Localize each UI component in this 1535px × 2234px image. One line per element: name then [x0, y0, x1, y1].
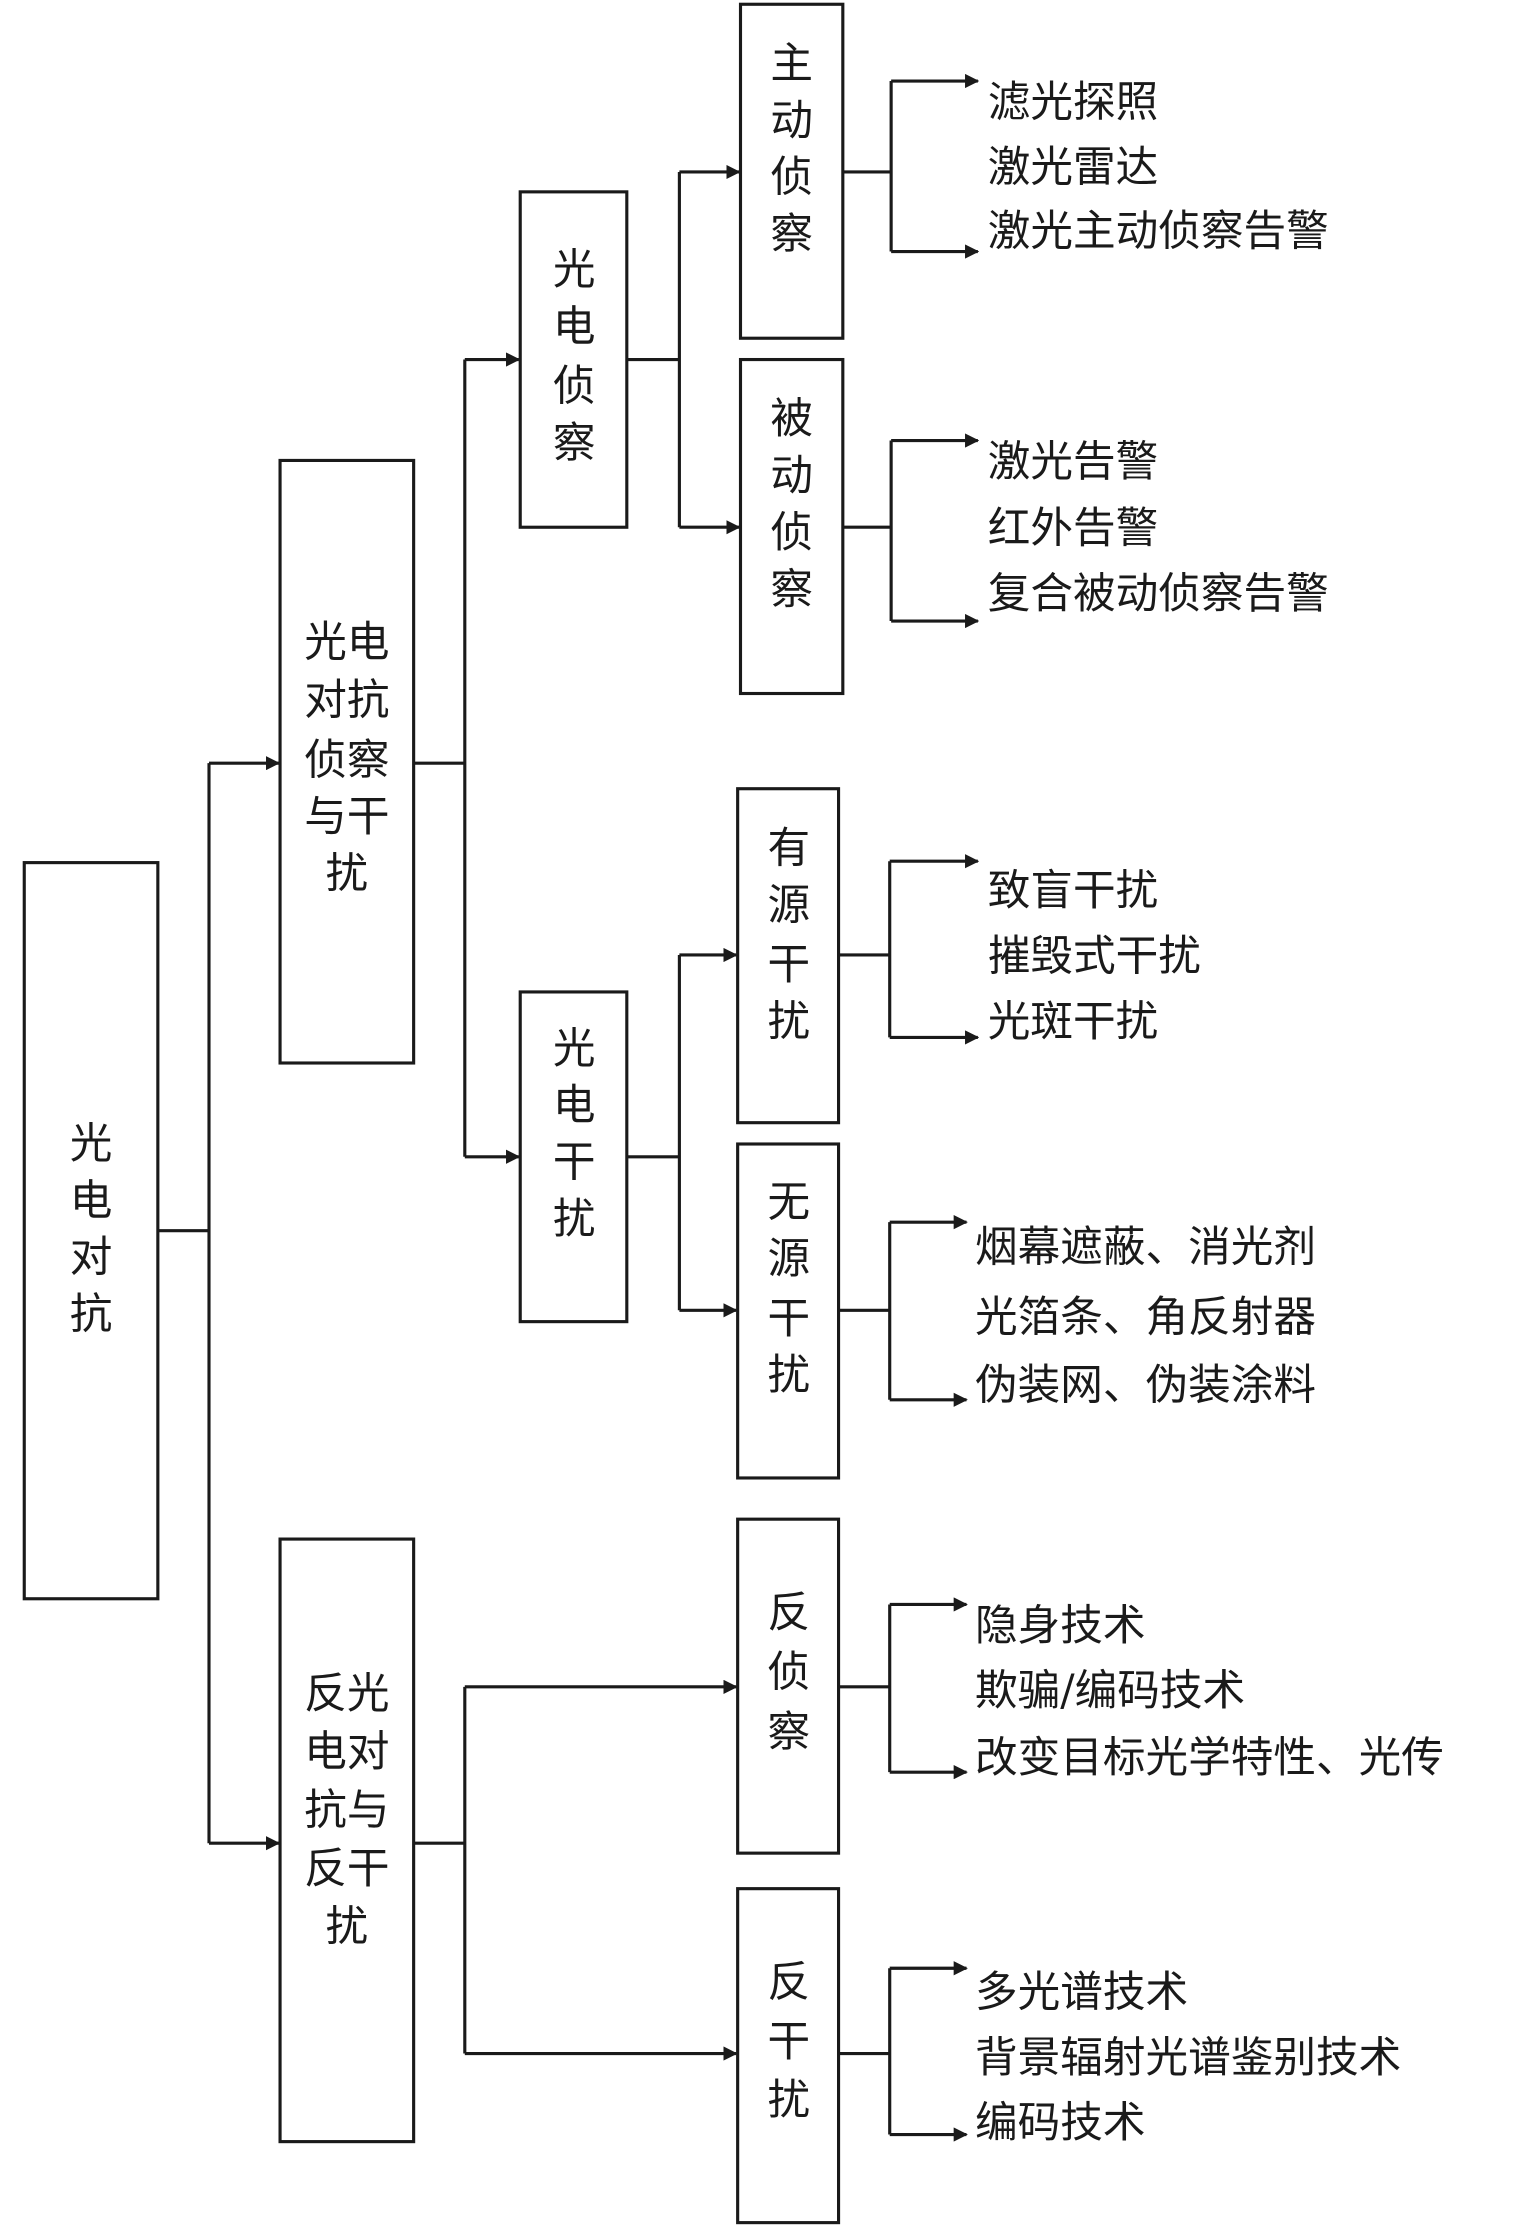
leaf-item: 摧毁式干扰	[988, 931, 1201, 981]
node-eo-jamming: 光 电 干 扰	[518, 990, 629, 1324]
node-label: 电对	[304, 1727, 389, 1777]
node-label: 反	[768, 1588, 811, 1638]
node-label: 电	[553, 302, 596, 352]
node-label: 反光	[304, 1669, 389, 1719]
leaf-item: 欺骗/编码技术	[975, 1666, 1245, 1716]
node-label: 察	[770, 565, 813, 615]
leaf-item: 改变目标光学特性、光传	[975, 1733, 1444, 1783]
node-label: 无	[768, 1177, 811, 1227]
node-label: 侦	[768, 1648, 811, 1698]
node-label: 对	[70, 1233, 113, 1283]
leaf-item: 编码技术	[975, 2098, 1145, 2148]
node-label: 有	[768, 823, 811, 873]
node-label: 光	[70, 1119, 113, 1169]
leaf-item: 烟幕遮蔽、消光剂	[975, 1223, 1316, 1273]
node-label: 察	[770, 209, 813, 259]
node-anti-jamming: 反 干 扰 多光谱技术 背景辐射光谱鉴别技术 编码技术	[736, 1887, 1401, 2225]
leaf-item: 多光谱技术	[975, 1967, 1188, 2017]
node-label: 侦察	[304, 735, 389, 785]
connectors	[157, 73, 980, 2142]
node-label: 光	[553, 1024, 596, 1074]
leaf-item: 滤光探照	[988, 77, 1159, 127]
node-label: 扰	[768, 2075, 811, 2125]
leaf-item: 激光主动侦察告警	[988, 207, 1329, 257]
leaf-item: 复合被动侦察告警	[988, 569, 1329, 619]
node-label: 干	[768, 940, 811, 990]
node-label: 扰	[553, 1194, 596, 1244]
node-recon-and-jamming: 光电 对抗 侦察 与干 扰	[278, 458, 416, 1065]
node-eo-recon: 光 电 侦 察	[518, 190, 629, 529]
node-anti-recon: 反 侦 察 隐身技术 欺骗/编码技术 改变目标光学特性、光传	[736, 1517, 1444, 1855]
node-label: 电	[70, 1176, 113, 1226]
node-label: 光	[553, 245, 596, 295]
node-label: 源	[768, 880, 811, 930]
node-passive-jamming: 无 源 干 扰 烟幕遮蔽、消光剂 光箔条、角反射器 伪装网、伪装涂料	[736, 1142, 1316, 1480]
node-label: 动	[770, 96, 813, 146]
node-label: 电	[553, 1081, 596, 1131]
node-label: 被	[770, 394, 813, 444]
leaf-item: 背景辐射光谱鉴别技术	[975, 2033, 1401, 2083]
node-label: 干	[768, 1294, 811, 1344]
leaf-item: 激光雷达	[988, 143, 1159, 193]
node-label: 扰	[768, 997, 811, 1047]
node-counter-countermeasures: 反光 电对 抗与 反干 扰	[278, 1537, 416, 2144]
node-label: 反干	[304, 1844, 389, 1894]
node-label: 干	[553, 1137, 596, 1187]
node-label: 侦	[770, 153, 813, 203]
node-active-recon: 主 动 侦 察 滤光探照 激光雷达 激光主动侦察告警	[738, 2, 1329, 340]
node-label: 光电	[304, 617, 389, 667]
leaf-item: 红外告警	[988, 504, 1159, 554]
node-label: 察	[768, 1707, 811, 1757]
node-label: 侦	[770, 508, 813, 558]
leaf-item: 光斑干扰	[988, 997, 1159, 1047]
leaf-item: 激光告警	[988, 437, 1159, 487]
leaf-item: 伪装网、伪装涂料	[975, 1361, 1316, 1411]
node-label: 主	[770, 39, 813, 89]
node-label: 干	[768, 2017, 811, 2067]
node-passive-recon: 被 动 侦 察 激光告警 红外告警 复合被动侦察告警	[738, 357, 1329, 696]
node-label: 察	[553, 418, 596, 468]
node-label: 动	[770, 451, 813, 501]
leaf-item: 隐身技术	[975, 1601, 1145, 1651]
node-label: 扰	[326, 849, 369, 899]
node-label: 对抗	[304, 676, 389, 726]
node-label: 扰	[326, 1902, 369, 1952]
leaf-item: 致盲干扰	[988, 866, 1159, 916]
node-root: 光 电 对 抗	[22, 861, 160, 1601]
node-label: 扰	[768, 1351, 811, 1401]
node-label: 抗	[70, 1290, 113, 1340]
node-label: 抗与	[304, 1786, 389, 1836]
node-label: 源	[768, 1234, 811, 1284]
node-label: 反	[768, 1957, 811, 2007]
node-label: 侦	[553, 362, 596, 412]
node-label: 与干	[304, 792, 389, 842]
leaf-item: 光箔条、角反射器	[975, 1292, 1316, 1342]
node-active-jamming: 有 源 干 扰 致盲干扰 摧毁式干扰 光斑干扰	[736, 787, 1201, 1125]
